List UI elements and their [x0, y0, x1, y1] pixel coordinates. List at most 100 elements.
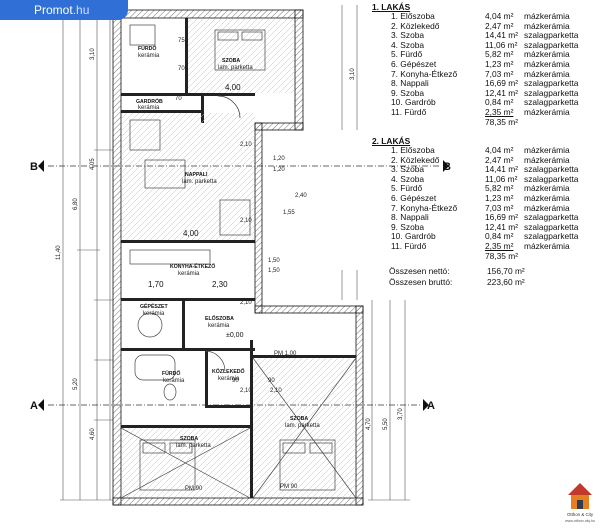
dim-170: 1,70 [148, 280, 164, 289]
dim-left-total: 11,40 [56, 245, 62, 260]
room-szoba-top-sub: lam. parketta [218, 65, 253, 71]
dim-left-b: 4,05 [90, 158, 96, 170]
floor-nappali [121, 113, 255, 240]
room-furdo-top: FÜRDŐ [138, 45, 156, 52]
dim-120a: 1,20 [273, 156, 285, 162]
room-konyha: KONYHA-ÉTKEZŐ [170, 262, 215, 270]
section-b-arrow-left [38, 160, 44, 172]
badge-suffix: .hu [72, 3, 90, 17]
dim-right-d: 3,70 [398, 408, 404, 420]
interior-walls [121, 18, 356, 498]
room-eloszoba: ELŐSZOBA [205, 315, 234, 322]
room-gardrob-sub: kerámia [138, 105, 160, 111]
dim-pm90b: PM 90 [280, 484, 298, 490]
badge-brand: Promot [34, 3, 73, 17]
brutto-label: Összesen bruttó: [389, 277, 453, 287]
room-kozlekedo: KÖZLEKEDŐ [212, 368, 245, 375]
room-konyha-sub: kerámia [178, 271, 200, 277]
netto-label: Összesen nettó: [389, 266, 450, 276]
room-eloszoba-sub: kerámia [208, 323, 230, 329]
dim-210c: 2,10 [240, 300, 252, 306]
right-dimension-lines [341, 5, 410, 501]
dim-075: 75 [178, 38, 185, 44]
dim-230: 2,30 [212, 280, 228, 289]
room-szoba-br-sub: lam. parketta [285, 423, 320, 429]
room-szoba-bl-sub: lam. parketta [176, 443, 211, 449]
dim-left-c: 5,20 [73, 378, 79, 390]
brutto-value: 223,60 m² [487, 277, 525, 287]
room-furdo-bottom: FÜRDŐ [162, 370, 180, 377]
section-b-arrow-right [443, 160, 449, 172]
otthon-city-logo[interactable]: Otthon & City www.otthon-city.hu [560, 465, 600, 525]
dim-150a: 1,50 [268, 258, 280, 264]
logo-line1: Otthon & City [567, 512, 594, 517]
dim-left-d: 4,60 [90, 428, 96, 440]
lakas-2-total: 78,35 m² [485, 250, 519, 261]
floor-level-marker: ±0,00 [226, 332, 244, 339]
lakas-1-title: 1. LAKÁS [372, 2, 411, 12]
room-szoba-top: SZOBA [222, 58, 240, 64]
room-gepeszet: GÉPÉSZET [140, 302, 169, 310]
dim-right-c: 3,10 [350, 68, 356, 80]
dim-210a: 2,10 [240, 142, 252, 148]
furniture [120, 24, 357, 499]
left-dimension-lines [60, 9, 113, 501]
lakas-1-total: 78,35 m² [485, 116, 519, 127]
room-furdo-top-sub: kerámia [138, 53, 160, 59]
dim-150b: 1,50 [268, 268, 280, 274]
section-label-b-left: B [30, 161, 38, 173]
dim-120b: 1,20 [273, 167, 285, 173]
promot-badge[interactable]: Promot.hu [0, 0, 128, 20]
dim-pm100: PM 1,00 [274, 351, 297, 357]
dim-210e: 2,10 [270, 388, 282, 394]
section-label-b-right: B [443, 161, 451, 173]
dim-090b: 90 [268, 378, 275, 384]
section-a-arrow-right [423, 399, 429, 411]
dim-070a: 70 [175, 96, 182, 102]
dim-left-e: 3,10 [90, 48, 96, 60]
dim-pm90a: PM 90 [185, 486, 203, 492]
house-logo-icon: Otthon & City www.otthon-city.hu [565, 483, 595, 523]
section-label-a-left: A [30, 400, 38, 412]
floor-szoba-top [188, 18, 295, 93]
dim-400b: 4,00 [183, 229, 199, 238]
room-szoba-br: SZOBA [290, 416, 308, 422]
room-kozlekedo-sub: kerámia [218, 376, 240, 382]
section-a-arrow-left [38, 399, 44, 411]
room-szoba-bl: SZOBA [180, 436, 198, 442]
room-furdo-bottom-sub: kerámia [163, 378, 185, 384]
lakas-2-title: 2. LAKÁS [372, 136, 411, 146]
dim-400a: 4,00 [225, 83, 241, 92]
dim-210b: 2,10 [240, 218, 252, 224]
dim-090a: 90 [232, 378, 239, 384]
room-nappali-sub: lam. parketta [182, 179, 217, 185]
dim-210d: 2,10 [240, 388, 252, 394]
dim-left-a: 6,80 [73, 198, 79, 210]
dim-right-a: 4,70 [366, 418, 372, 430]
dim-070b: 70 [178, 66, 185, 72]
netto-value: 156,70 m² [487, 266, 525, 276]
dim-155: 1,55 [283, 210, 295, 216]
room-gepeszet-sub: kerámia [143, 311, 165, 317]
summary-netto: Összesen nettó: 156,70 m² [389, 266, 599, 276]
